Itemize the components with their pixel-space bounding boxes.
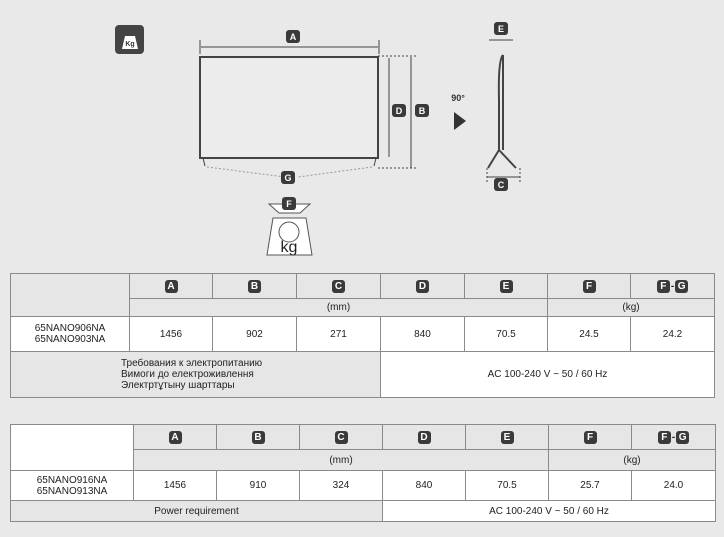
label-a: A bbox=[164, 279, 178, 293]
value-fg: 24.0 bbox=[631, 470, 716, 501]
value-a: 1456 bbox=[133, 470, 217, 501]
power-label-ru: Требования к электропитанию bbox=[121, 358, 263, 369]
value-f: 25.7 bbox=[548, 470, 632, 501]
tv-front-view bbox=[199, 40, 418, 178]
value-b: 902 bbox=[212, 316, 297, 352]
svg-text:B: B bbox=[419, 106, 426, 116]
label-e: E bbox=[500, 430, 514, 444]
power-requirement-label: Требования к электропитанию Вимоги до ел… bbox=[10, 351, 381, 398]
value-b: 910 bbox=[216, 470, 300, 501]
value-c: 271 bbox=[296, 316, 381, 352]
unit-kg: (kg) bbox=[548, 449, 716, 471]
value-e: 70.5 bbox=[464, 316, 548, 352]
model-name: 65NANO903NA bbox=[34, 334, 106, 345]
label-d: D bbox=[416, 279, 429, 293]
model-name: 65NANO906NA bbox=[34, 323, 106, 334]
label-e: E bbox=[499, 279, 513, 293]
label-c: C bbox=[332, 279, 345, 293]
label-f: F bbox=[656, 279, 670, 293]
power-label-uk: Вимоги до електроживлення bbox=[121, 369, 254, 380]
power-requirement-value: AC 100-240 V ~ 50 / 60 Hz bbox=[382, 500, 716, 522]
label-a: A bbox=[168, 430, 182, 444]
model-name: 65NANO916NA bbox=[36, 474, 108, 486]
power-requirement-value: AC 100-240 V ~ 50 / 60 Hz bbox=[380, 351, 715, 398]
label-g: G bbox=[675, 279, 689, 293]
power-requirement-label: Power requirement bbox=[10, 500, 383, 522]
value-c: 324 bbox=[299, 470, 383, 501]
svg-text:C: C bbox=[498, 180, 505, 190]
svg-text:kg: kg bbox=[281, 239, 298, 256]
tv-side-view bbox=[486, 39, 521, 182]
label-b: B bbox=[251, 430, 265, 444]
value-fg: 24.2 bbox=[630, 316, 715, 352]
unit-mm: (mm) bbox=[133, 449, 549, 471]
header-empty bbox=[10, 273, 130, 317]
unit-kg: (kg) bbox=[547, 298, 715, 317]
unit-mm: (mm) bbox=[129, 298, 548, 317]
svg-text:D: D bbox=[396, 106, 403, 116]
value-d: 840 bbox=[382, 470, 466, 501]
power-label-kk: Электртұтыну шарттары bbox=[121, 380, 235, 391]
dimension-badges: A D B G F E C bbox=[281, 22, 508, 210]
rotation-label: 90° bbox=[451, 93, 465, 103]
label-f: F bbox=[657, 430, 671, 444]
weight-icon: Kg bbox=[115, 25, 144, 54]
label-g: G bbox=[676, 430, 690, 444]
svg-text:F: F bbox=[286, 199, 292, 209]
arrow-right-icon bbox=[454, 112, 466, 130]
header-empty bbox=[10, 424, 134, 471]
value-f: 24.5 bbox=[547, 316, 631, 352]
svg-text:Kg: Kg bbox=[125, 41, 134, 48]
label-b: B bbox=[248, 279, 261, 293]
label-f: F bbox=[582, 279, 596, 293]
svg-text:E: E bbox=[498, 24, 504, 34]
label-f: F bbox=[583, 430, 597, 444]
value-a: 1456 bbox=[129, 316, 213, 352]
value-d: 840 bbox=[380, 316, 465, 352]
scale-icon: kg bbox=[266, 203, 313, 256]
svg-text:G: G bbox=[284, 173, 291, 183]
tv-dimension-diagram: Kg 90° kg A D B G F E C bbox=[115, 22, 521, 256]
svg-text:A: A bbox=[290, 32, 297, 42]
value-e: 70.5 bbox=[465, 470, 549, 501]
label-d: D bbox=[417, 430, 431, 444]
label-c: C bbox=[334, 430, 348, 444]
model-name: 65NANO913NA bbox=[36, 485, 108, 497]
